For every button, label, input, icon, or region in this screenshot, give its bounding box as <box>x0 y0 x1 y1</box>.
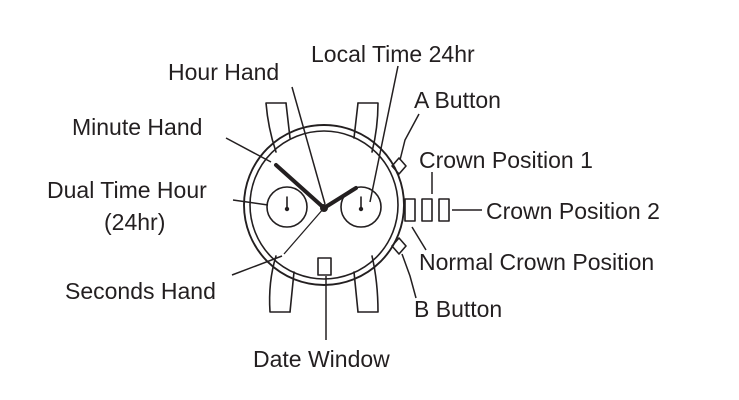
watch-case <box>243 124 405 286</box>
b-button-pusher <box>391 237 407 255</box>
date-window <box>317 257 332 276</box>
dual-time-hour-label-line1: Dual Time Hour <box>47 177 207 203</box>
local-time-subdial <box>340 186 382 228</box>
a-button-label: A Button <box>414 87 501 113</box>
minute-hand-label: Minute Hand <box>72 114 202 140</box>
lower-lugs <box>268 255 379 313</box>
a-button-pusher <box>391 157 407 175</box>
hour-hand-label: Hour Hand <box>168 59 279 85</box>
crown-position-2 <box>438 198 450 222</box>
date-window-label: Date Window <box>253 346 390 372</box>
normal-crown-position-label: Normal Crown Position <box>419 249 654 275</box>
crown-position-1-label: Crown Position 1 <box>419 147 593 173</box>
seconds-hand-label: Seconds Hand <box>65 278 216 304</box>
hour-hand-drawing <box>322 186 358 210</box>
upper-lugs <box>265 102 379 153</box>
crown-position-2-label: Crown Position 2 <box>486 198 660 224</box>
seconds-hand-drawing <box>283 207 325 255</box>
dual-time-hour-label-line2: (24hr) <box>104 209 165 235</box>
crown-normal-position <box>404 198 416 222</box>
watch-dial <box>249 130 399 280</box>
local-time-24hr-label: Local Time 24hr <box>311 41 475 67</box>
b-button-label: B Button <box>414 296 502 322</box>
leader-lines <box>225 65 482 340</box>
dual-time-subdial <box>266 186 308 228</box>
crown-position-1 <box>421 198 433 222</box>
center-pin <box>320 204 328 212</box>
minute-hand-drawing <box>274 163 326 210</box>
